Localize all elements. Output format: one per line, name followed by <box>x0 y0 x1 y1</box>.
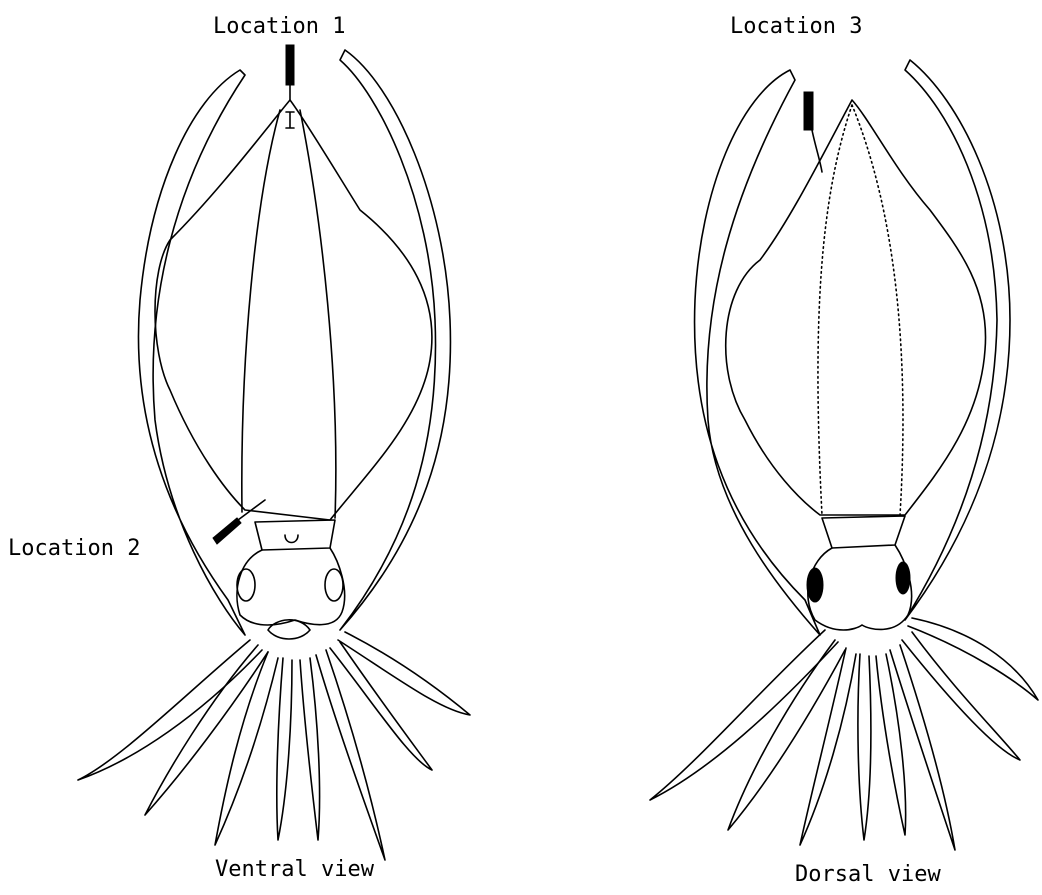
ventral-arm-8 <box>338 632 470 715</box>
ventral-arm-2 <box>145 645 268 815</box>
location-2-label: Location 2 <box>8 536 140 561</box>
dorsal-mantle <box>726 100 986 515</box>
dorsal-arm-8 <box>908 618 1038 700</box>
dorsal-arm-4 <box>858 654 871 840</box>
ventral-view-label: Ventral view <box>215 857 374 882</box>
ventral-arm-7 <box>330 642 432 770</box>
location-2-tag <box>213 518 241 544</box>
ventral-left-eye <box>237 569 255 601</box>
ventral-right-fin <box>340 50 450 630</box>
ventral-squid <box>78 45 470 860</box>
ventral-left-fin <box>138 70 245 635</box>
dorsal-view-label: Dorsal view <box>795 862 941 887</box>
ventral-mantle-ridge-right <box>300 110 336 518</box>
location-1-tag <box>286 45 294 85</box>
dorsal-arm-5 <box>876 654 906 835</box>
dorsal-arm-6 <box>890 645 955 850</box>
ventral-head <box>237 548 345 625</box>
dorsal-collar <box>822 516 905 548</box>
ventral-arm-5 <box>300 658 320 840</box>
dorsal-gladius <box>818 105 903 515</box>
ventral-funnel-opening <box>285 535 298 543</box>
dorsal-right-eye <box>896 562 910 594</box>
ventral-funnel <box>255 520 335 550</box>
ventral-arm-4 <box>277 658 292 840</box>
location-1-attachment <box>286 112 294 128</box>
ventral-arm-3 <box>215 652 278 845</box>
location-3-tag <box>804 92 813 130</box>
location-1-label: Location 1 <box>213 14 345 39</box>
location-3-label: Location 3 <box>730 14 862 39</box>
dorsal-arm-2 <box>728 640 845 830</box>
dorsal-left-fin <box>695 70 820 635</box>
ventral-arm-6 <box>316 650 385 860</box>
dorsal-squid <box>650 60 1038 850</box>
ventral-buccal <box>268 620 310 639</box>
ventral-arm-1 <box>78 640 262 780</box>
ventral-right-eye <box>325 569 343 601</box>
dorsal-left-eye <box>807 568 823 602</box>
ventral-mantle-ridge-left <box>242 110 280 512</box>
dorsal-right-fin <box>905 60 1010 620</box>
dorsal-arm-1 <box>650 630 838 800</box>
